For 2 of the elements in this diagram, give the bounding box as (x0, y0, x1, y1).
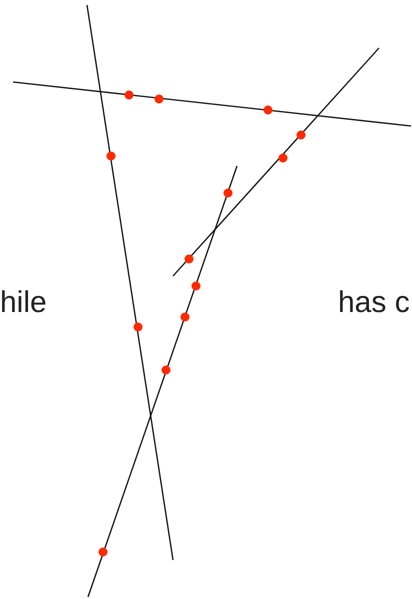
text-fragment: has c (338, 288, 410, 318)
text-fragment: hile (0, 288, 47, 318)
